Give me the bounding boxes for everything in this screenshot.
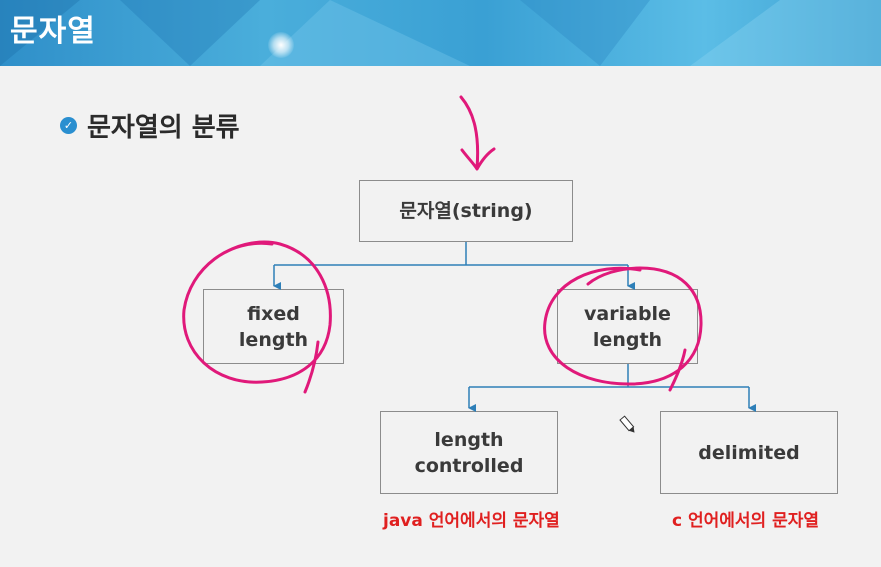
annotation-circle-fixed [182,240,332,394]
header-glow [268,32,294,58]
annotation-circle-variable [543,266,703,392]
annotation-arrow [459,95,496,171]
caption-java: java 언어에서의 문자열 [383,511,560,531]
node-string: 문자열(string) [359,180,573,242]
section-title: 문자열의 분류 [87,113,240,143]
caption-c: c 언어에서의 문자열 [672,511,820,531]
connector-variable [468,364,756,412]
pen-cursor-icon [619,415,635,433]
header-pattern [0,0,881,66]
check-circle-icon: ✓ [60,117,77,134]
node-delimited: delimited [660,411,838,494]
slide-header: 문자열 [0,0,881,66]
slide-title: 문자열 [10,14,96,49]
node-length-controlled: length controlled [380,411,558,494]
node-variable-length: variable length [557,289,698,364]
connector-root [273,242,635,290]
